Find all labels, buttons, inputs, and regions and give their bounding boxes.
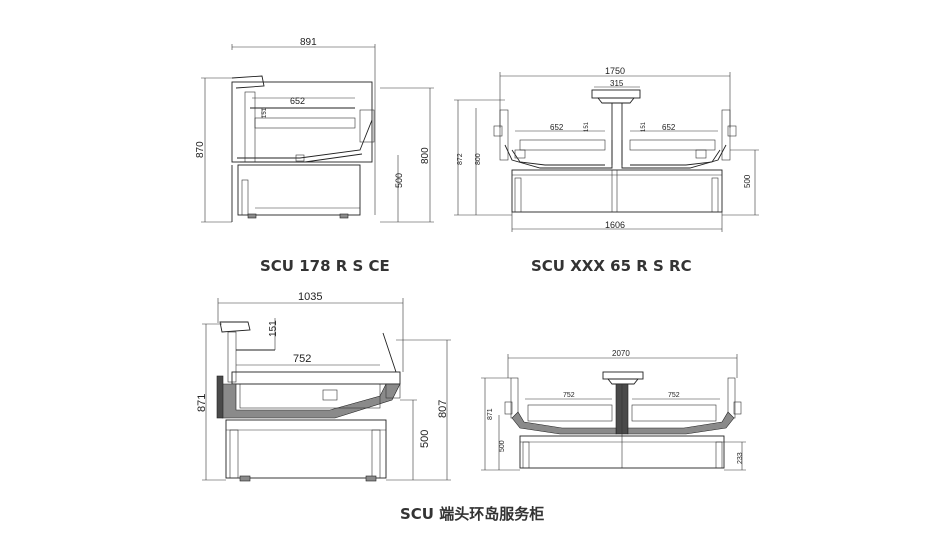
d4-width-label: 2070 — [612, 349, 630, 358]
d2-width-bottom-label: 1606 — [605, 220, 625, 230]
d3-small-label: 151 — [268, 320, 279, 337]
d2-center-label: 315 — [610, 79, 624, 88]
d2-width-top-label: 1750 — [605, 66, 625, 76]
d4-base-label: 233 — [737, 452, 744, 464]
d3-lower-label: 500 — [419, 430, 431, 448]
d4-inner-right-label: 752 — [668, 392, 680, 399]
drawing-scu-xxx-65: 1750 315 652 652 151 151 — [454, 66, 759, 232]
drawing-scu-2070: 2070 752 752 871 500 — [481, 349, 746, 471]
d2-small-left-label: 151 — [584, 121, 590, 132]
d2-lower-label: 500 — [743, 174, 752, 188]
d4-lower-label: 500 — [499, 440, 506, 452]
d1-lower-label: 500 — [394, 173, 404, 188]
d2-inner-left-label: 652 — [550, 123, 564, 132]
d1-inner-label: 652 — [290, 96, 305, 106]
d4-height-label: 871 — [487, 408, 494, 420]
d4-inner-left-label: 752 — [563, 392, 575, 399]
d3-height-right-label: 807 — [437, 400, 449, 418]
d3-inner-label: 752 — [293, 353, 311, 365]
drawing-scu-1035: 1035 151 752 871 807 — [196, 291, 451, 482]
d3-height-left-label: 871 — [196, 394, 208, 412]
caption-scu-178: SCU 178 R S CE — [260, 257, 390, 275]
caption-scu-xxx-65: SCU XXX 65 R S RC — [531, 257, 692, 275]
caption-scu-island: SCU 端头环岛服务柜 — [400, 505, 545, 523]
drawing-scu-178: 891 870 800 500 652 151 — [195, 37, 434, 223]
d1-height-right-label: 800 — [420, 147, 431, 164]
d2-height-outer-label: 872 — [457, 153, 464, 165]
d1-width-label: 891 — [300, 37, 317, 48]
d2-small-right-label: 151 — [641, 121, 647, 132]
d2-inner-right-label: 652 — [662, 123, 676, 132]
d3-width-label: 1035 — [298, 291, 322, 303]
d2-height-inner-label: 800 — [475, 153, 482, 165]
d1-small-label: 151 — [262, 107, 268, 118]
d1-height-left-label: 870 — [195, 141, 206, 158]
